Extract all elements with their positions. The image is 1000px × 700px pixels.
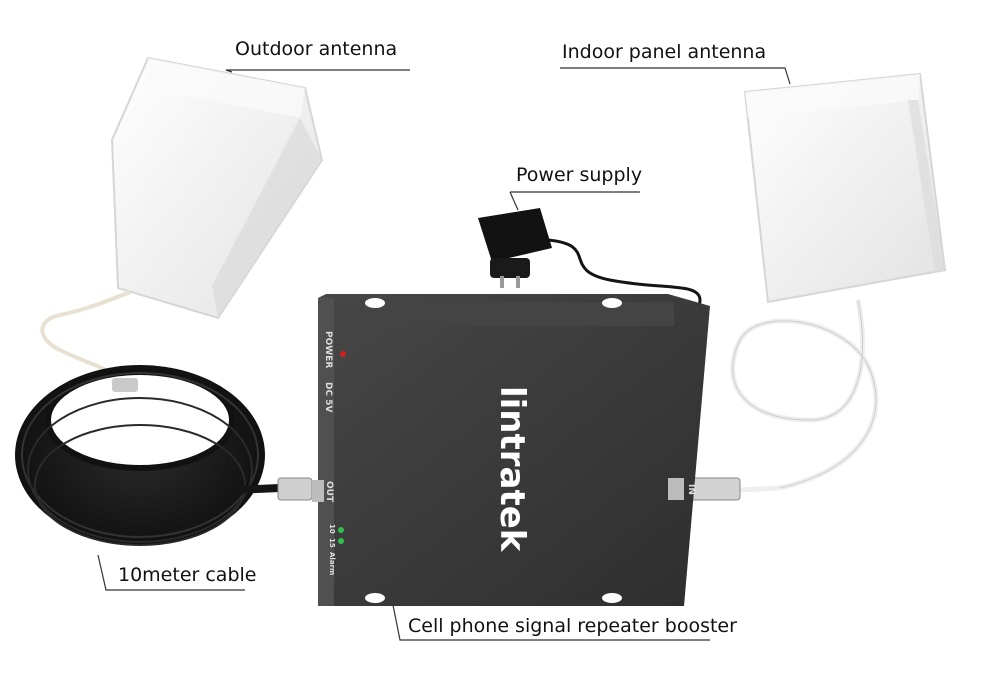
label-booster: Cell phone signal repeater booster: [408, 615, 737, 637]
indoor-antenna: [679, 72, 947, 501]
power-adapter: [478, 208, 702, 328]
label-indoor-antenna: Indoor panel antenna: [562, 41, 767, 63]
leader-lines: [97, 67, 791, 641]
brand-logo-text: lintratek: [492, 386, 532, 553]
label-cable: 10meter cable: [118, 564, 257, 586]
out-label: OUT: [324, 481, 334, 503]
booster-device: POWER DC 5V OUT IN 10 15 Alarm lintratek: [312, 294, 710, 606]
led-label-alarm: Alarm: [328, 552, 336, 575]
cable-coil: [15, 365, 313, 546]
outdoor-antenna: [40, 56, 324, 374]
dc-label: DC 5V: [323, 382, 333, 412]
in-label: IN: [686, 484, 696, 495]
label-power-supply: Power supply: [516, 164, 643, 186]
label-outdoor-antenna: Outdoor antenna: [235, 38, 398, 60]
power-label: POWER: [323, 331, 333, 368]
led-label-15: 15: [328, 538, 336, 548]
led-label-10: 10: [328, 524, 336, 534]
